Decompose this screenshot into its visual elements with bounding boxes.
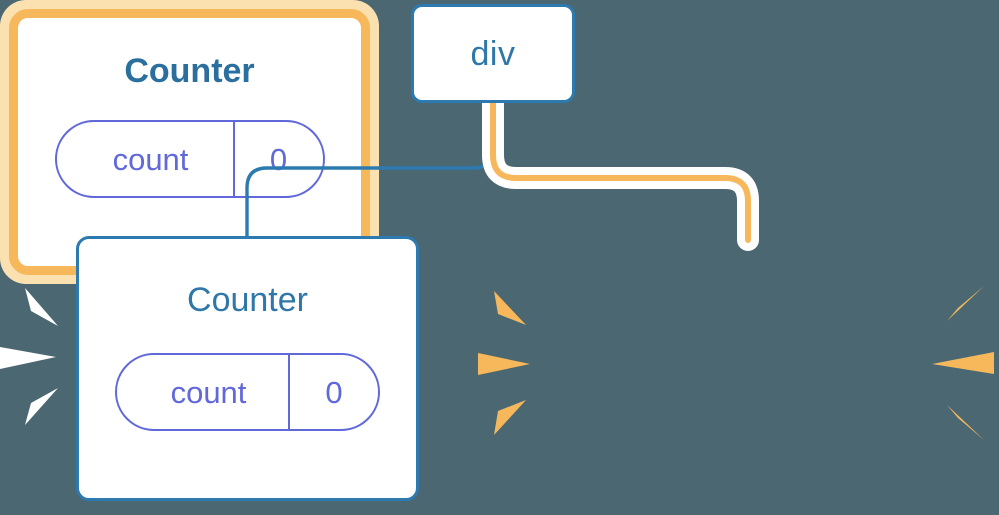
burst-ray-bottom [947,405,984,440]
burst-ray-top [25,288,58,326]
node-counter-left[interactable]: Counter count 0 [76,236,419,501]
burst-ray-top [494,291,526,325]
burst-ray-middle [0,347,56,369]
burst-ray-middle [932,352,994,374]
burst-right-counter-right [932,286,994,440]
state-key-right: count [112,141,189,177]
connector-root-to-right-counter-casing [482,92,759,251]
state-value-left: 0 [288,355,378,429]
state-pill-right: count 0 [54,120,325,198]
state-pill-left: count 0 [115,353,380,431]
burst-left-counter-left [0,288,58,425]
node-div[interactable]: div [411,4,575,103]
state-value-right: 0 [232,122,323,196]
burst-ray-top [947,286,984,321]
burst-ray-middle [478,353,530,375]
node-div-label: div [470,34,516,73]
burst-ray-bottom [25,388,58,425]
burst-ray-bottom [494,400,526,435]
burst-left-counter-right [478,291,530,435]
node-counter-left-label: Counter [187,281,308,319]
node-counter-right-label: Counter [124,52,255,90]
connector-root-to-right-counter [490,100,751,243]
state-key-left: count [170,374,247,410]
